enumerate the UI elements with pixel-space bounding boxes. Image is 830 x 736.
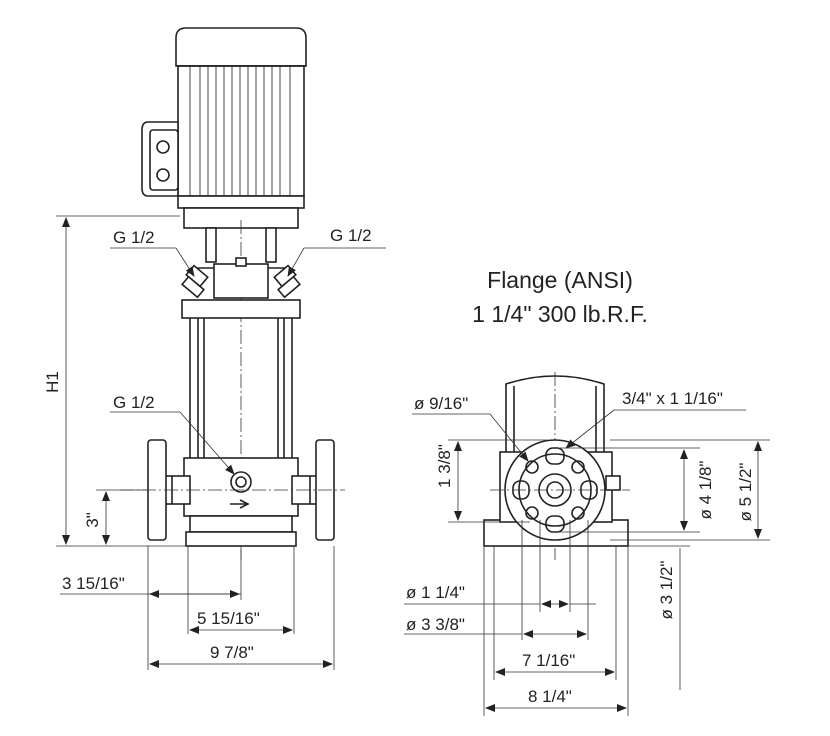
left-dimension-lines [56,215,386,670]
label-8-1-4: 8 1/4" [528,687,572,706]
pump-column [189,318,293,462]
label-dia-1-1-4: ø 1 1/4" [406,583,465,602]
label-1-3-8: 1 3/8" [435,444,454,488]
vent-plug-right [273,264,302,299]
pump-base [147,439,335,547]
label-g-right: G 1/2 [330,226,372,245]
vent-plug-left [180,264,209,299]
label-9-7-8: 9 7/8" [210,643,254,662]
label-3in: 3" [83,512,102,528]
motor-body [176,65,306,197]
pump-front-view [120,27,345,560]
label-dia-9-16: ø 9/16" [414,394,468,413]
label-g-center: G 1/2 [113,393,155,412]
label-slot: 3/4" x 1 1/16" [622,389,723,408]
motor-flange [177,195,305,209]
bracket [196,220,288,560]
label-dia-3-3-8: ø 3 3/8" [406,615,465,634]
terminal-box [141,121,179,197]
flange-view [483,372,630,560]
label-7-1-16: 7 1/16" [522,651,575,670]
label-dia-5-1-2: ø 5 1/2" [736,463,755,522]
label-dia-4-1-8: ø 4 1/8" [696,461,715,520]
label-3-15-16: 3 15/16" [62,574,125,593]
top-plate [181,299,301,319]
motor-top-cap [175,27,307,67]
flange-title-line2: 1 1/4" 300 lb.R.F. [472,301,648,327]
right-dimension-lines [404,409,770,716]
label-dia-3-1-2: ø 3 1/2" [657,561,676,620]
label-g-left: G 1/2 [113,228,155,247]
label-5-15-16: 5 15/16" [197,609,260,628]
flange-title-line1: Flange (ANSI) [487,267,633,293]
label-h1: H1 [43,371,62,393]
